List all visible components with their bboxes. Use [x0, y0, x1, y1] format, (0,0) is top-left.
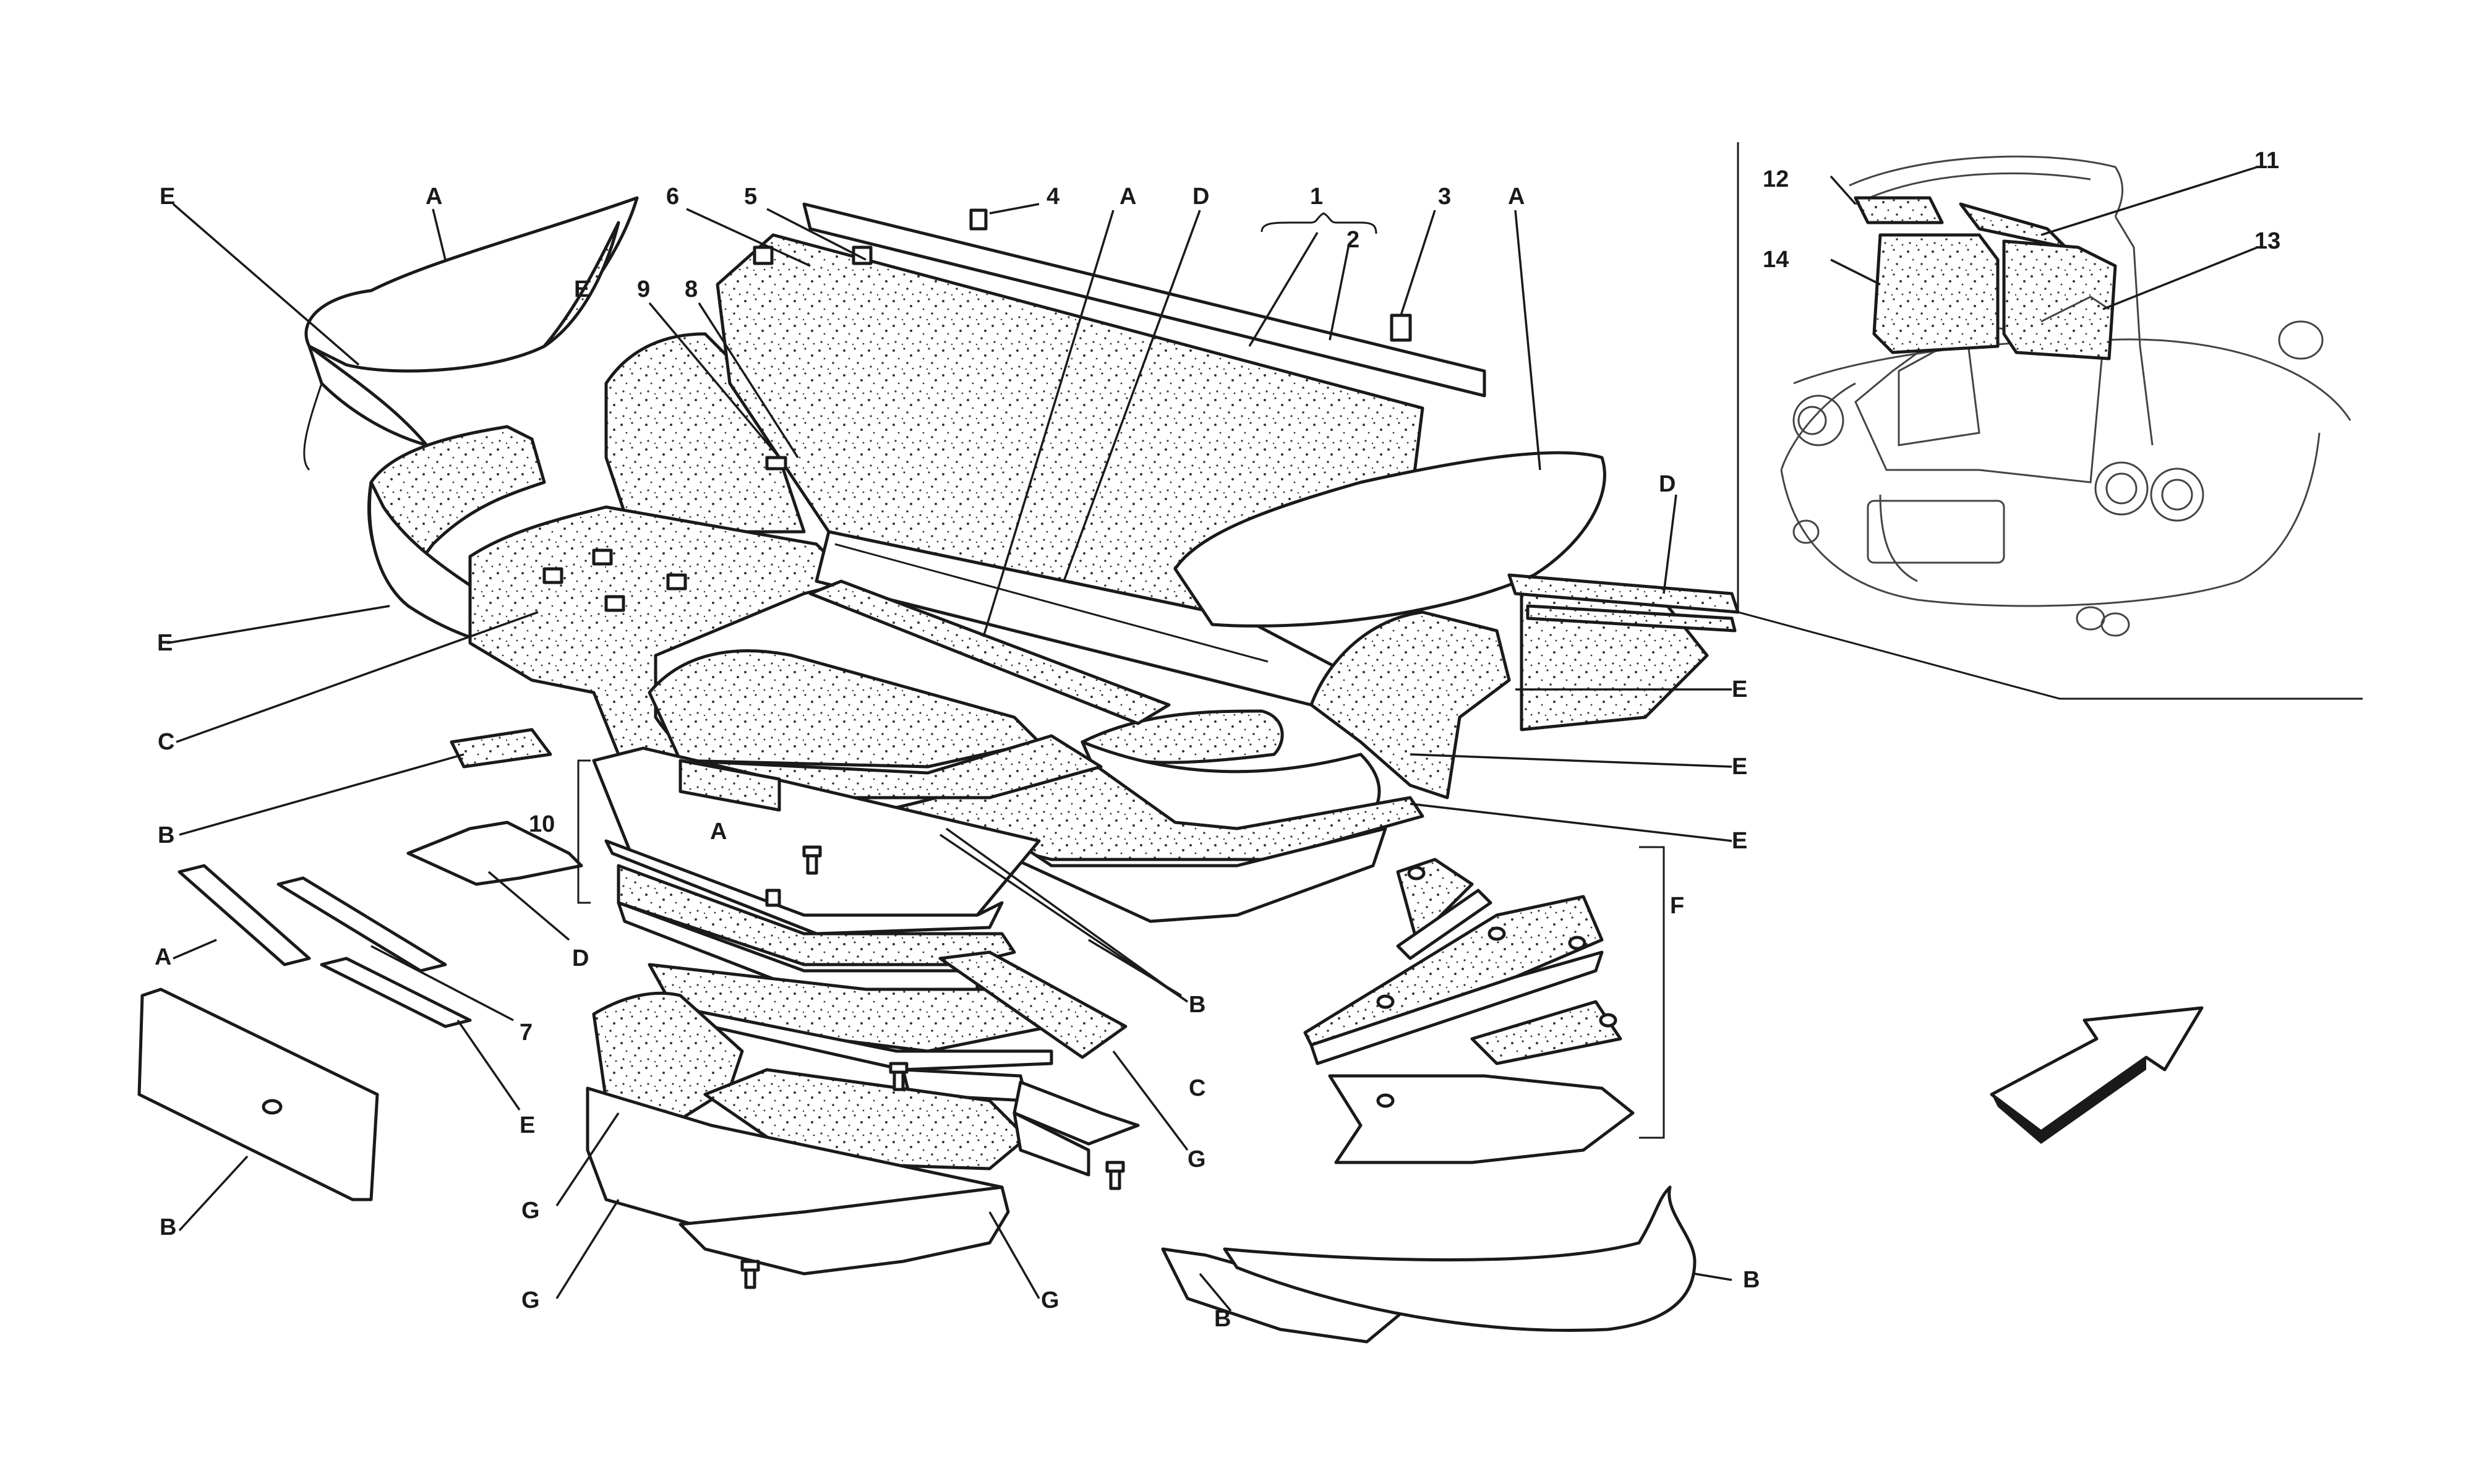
label-a: A: [1508, 184, 1525, 210]
label-d: D: [572, 945, 589, 971]
label-g: G: [1188, 1146, 1206, 1172]
label-e: E: [520, 1112, 535, 1138]
label-a: A: [1119, 184, 1136, 210]
label-d: D: [1659, 471, 1676, 497]
trunk-floor-mat: [468, 505, 855, 806]
label-11: 11: [2254, 148, 2279, 174]
label-13: 13: [2254, 228, 2280, 254]
label-c: C: [158, 729, 174, 755]
label-b: B: [158, 822, 174, 848]
rear-bulkhead-panel: [716, 202, 1486, 707]
bottom-right-scoop: [1161, 1185, 1697, 1344]
screw-icon: [740, 208, 1412, 1289]
label-4: 4: [1047, 184, 1059, 210]
label-g: G: [1041, 1287, 1059, 1313]
label-e: E: [574, 276, 589, 302]
label-5: 5: [744, 184, 757, 210]
label-9: 9: [637, 276, 650, 302]
label-8: 8: [685, 276, 698, 302]
label-b: B: [1189, 992, 1205, 1018]
label-g: G: [521, 1198, 540, 1224]
label-e: E: [160, 184, 175, 210]
label-e: E: [157, 630, 173, 656]
right-wheelarch-cover: [1173, 451, 1606, 628]
large-board: [137, 987, 379, 1201]
arrow-direction-icon: [1990, 1006, 2204, 1144]
inset-car-rear-view: [1737, 142, 2363, 700]
label-7: 7: [520, 1020, 533, 1046]
stacked-covers-10: [592, 746, 1128, 1102]
label-a: A: [426, 184, 442, 210]
label-c: C: [1189, 1075, 1205, 1101]
label-10: 10: [529, 811, 555, 837]
middle-strip: [808, 579, 1171, 725]
label-14: 14: [1763, 247, 1789, 273]
left-wheelarch-cover: [303, 196, 639, 471]
label-12: 12: [1763, 166, 1789, 192]
label-b: B: [1743, 1267, 1760, 1293]
bracket-f: [1639, 846, 1665, 1139]
brace-1: [1261, 212, 1377, 234]
small-plate-d: [406, 821, 583, 886]
label-g: G: [521, 1287, 540, 1313]
label-3: 3: [1438, 184, 1451, 210]
label-6: 6: [666, 184, 679, 210]
label-e: E: [1732, 828, 1747, 854]
label-e: E: [1732, 754, 1747, 780]
label-d: D: [1192, 184, 1209, 210]
label-e: E: [1732, 676, 1747, 702]
label-f: F: [1670, 893, 1684, 919]
leader-lines: [166, 166, 2258, 1312]
label-b: B: [160, 1214, 176, 1240]
bottom-tray: [586, 991, 1140, 1276]
bracket-10: [577, 759, 591, 904]
label-b: B: [1214, 1306, 1231, 1332]
left-strips: [178, 864, 472, 1028]
callout-labels: E A 6 5 4 A D 1 2 3 A E 9 8 D E E C E B …: [155, 148, 2280, 1332]
label-2: 2: [1346, 227, 1359, 253]
label-1: 1: [1310, 184, 1323, 210]
label-a: A: [155, 944, 171, 970]
small-floor-pad: [450, 728, 552, 769]
right-pads-f: [1303, 858, 1635, 1164]
label-a: A: [710, 819, 727, 845]
